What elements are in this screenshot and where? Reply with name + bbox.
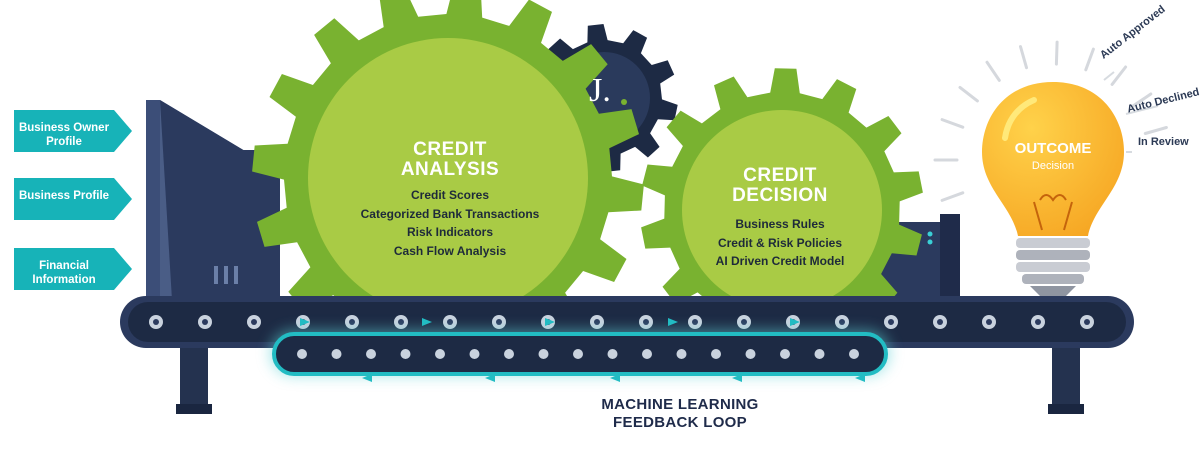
loop-roller xyxy=(607,349,618,359)
input-label-financial-info: Financial Information xyxy=(32,260,96,286)
credit-decision-item: AI Driven Credit Model xyxy=(715,254,845,268)
credit-decision-list: Business Rules Credit & Risk Policies AI… xyxy=(680,215,880,271)
loop-arrow-forward xyxy=(790,318,800,326)
input-label-owner-profile: Business Owner Profile xyxy=(18,122,110,148)
belt-roller-hub xyxy=(398,319,404,325)
loop-arrow-forward xyxy=(422,318,432,326)
input-label-business-profile: Business Profile xyxy=(18,190,110,202)
credit-analysis-list: Credit Scores Categorized Bank Transacti… xyxy=(330,186,570,260)
bulb-ray xyxy=(940,191,965,202)
feedback-loop-line1: MACHINE LEARNING xyxy=(601,396,759,413)
belt-roller-hub xyxy=(1084,319,1090,325)
credit-analysis-gear xyxy=(252,0,644,374)
loop-roller xyxy=(711,349,721,359)
belt-roller-hub xyxy=(839,319,845,325)
credit-decision-item: Credit & Risk Policies xyxy=(717,235,843,250)
belt-roller-hub xyxy=(643,319,649,325)
input-arrow xyxy=(14,110,132,152)
loop-roller xyxy=(469,349,480,359)
belt-roller-hub xyxy=(986,319,992,325)
bulb-ray xyxy=(1110,65,1128,86)
loop-arrow-forward xyxy=(668,318,678,326)
loop-roller xyxy=(331,349,342,359)
loop-roller xyxy=(814,349,825,359)
credit-decision-item: Business Rules xyxy=(735,217,825,231)
input-arrow xyxy=(14,248,132,290)
loop-arrow-back xyxy=(855,374,865,382)
loop-roller xyxy=(573,349,583,359)
bulb-ray xyxy=(1143,126,1168,135)
credit-analysis-title: CREDIT ANALYSIS xyxy=(360,140,540,180)
loop-roller xyxy=(504,349,514,359)
bulb-ray xyxy=(1054,40,1059,66)
credit-analysis-item: Categorized Bank Transactions xyxy=(360,206,540,221)
loop-roller xyxy=(538,349,549,359)
loop-roller xyxy=(849,349,859,359)
belt-roller-hub xyxy=(496,319,502,325)
credit-analysis-item: Cash Flow Analysis xyxy=(393,243,507,258)
outcome-subtitle: Decision xyxy=(1031,160,1075,172)
loop-arrow-forward xyxy=(545,318,555,326)
belt-roller-hub xyxy=(1035,319,1041,325)
credit-analysis-item: Risk Indicators xyxy=(406,225,494,239)
loop-roller xyxy=(297,349,307,359)
loop-roller xyxy=(676,349,687,359)
loop-roller xyxy=(780,349,790,359)
credit-decision-title-line1: CREDIT xyxy=(743,165,817,186)
belt-roller-hub xyxy=(692,319,698,325)
bulb-rays xyxy=(933,40,1168,202)
feedback-loop-label: MACHINE LEARNING FEEDBACK LOOP xyxy=(560,396,800,432)
loop-arrow-back xyxy=(485,374,495,382)
logo-text: J. xyxy=(589,72,611,109)
credit-analysis-item: Credit Scores xyxy=(410,188,490,202)
loop-roller xyxy=(745,349,756,359)
belt-roller-hub xyxy=(447,319,453,325)
loop-roller xyxy=(642,349,652,359)
feedback-loop-line2: FEEDBACK LOOP xyxy=(613,414,747,431)
credit-analysis-title-line2: ANALYSIS xyxy=(400,158,500,180)
belt-roller-hub xyxy=(594,319,600,325)
bulb-ray xyxy=(940,118,965,129)
bulb-ray xyxy=(1084,47,1095,72)
loop-arrow-forward xyxy=(300,318,310,326)
bulb-ray xyxy=(985,60,1001,82)
credit-decision-gear xyxy=(641,68,923,352)
loop-roller xyxy=(366,349,376,359)
intake-machine xyxy=(146,100,280,300)
input-arrows xyxy=(14,110,132,290)
bulb-ray xyxy=(1019,45,1028,70)
credit-analysis-gear-center xyxy=(308,38,588,318)
bulb-ray xyxy=(958,85,979,103)
credit-decision-title: CREDIT DECISION xyxy=(690,166,870,206)
belt-roller-hub xyxy=(349,319,355,325)
credit-analysis-title-line1: CREDIT xyxy=(413,139,487,160)
status-in-review: In Review xyxy=(1138,136,1189,148)
loop-arrow-back xyxy=(732,374,742,382)
input-arrow xyxy=(14,178,132,220)
belt-roller-hub xyxy=(937,319,943,325)
belt-roller-hub xyxy=(251,319,257,325)
belt-roller-hub xyxy=(741,319,747,325)
loop-roller xyxy=(400,349,411,359)
outcome-title: OUTCOME xyxy=(1014,140,1092,157)
logo-dot xyxy=(621,99,627,105)
loop-rollers xyxy=(297,349,859,359)
loop-arrows xyxy=(300,318,865,382)
loop-arrow-back xyxy=(610,374,620,382)
feedback-loop xyxy=(270,318,890,382)
outcome-bulb xyxy=(933,40,1168,296)
loop-roller xyxy=(435,349,445,359)
belt-rollers xyxy=(149,315,1094,329)
belt-roller-hub xyxy=(888,319,894,325)
belt-roller-hub xyxy=(202,319,208,325)
credit-decision-title-line2: DECISION xyxy=(732,184,828,206)
belt-roller-hub xyxy=(153,319,159,325)
status-lines xyxy=(1103,71,1159,153)
loop-arrow-back xyxy=(362,374,372,382)
bulb-ray xyxy=(1131,92,1153,108)
credit-decision-gear-center xyxy=(682,110,882,310)
